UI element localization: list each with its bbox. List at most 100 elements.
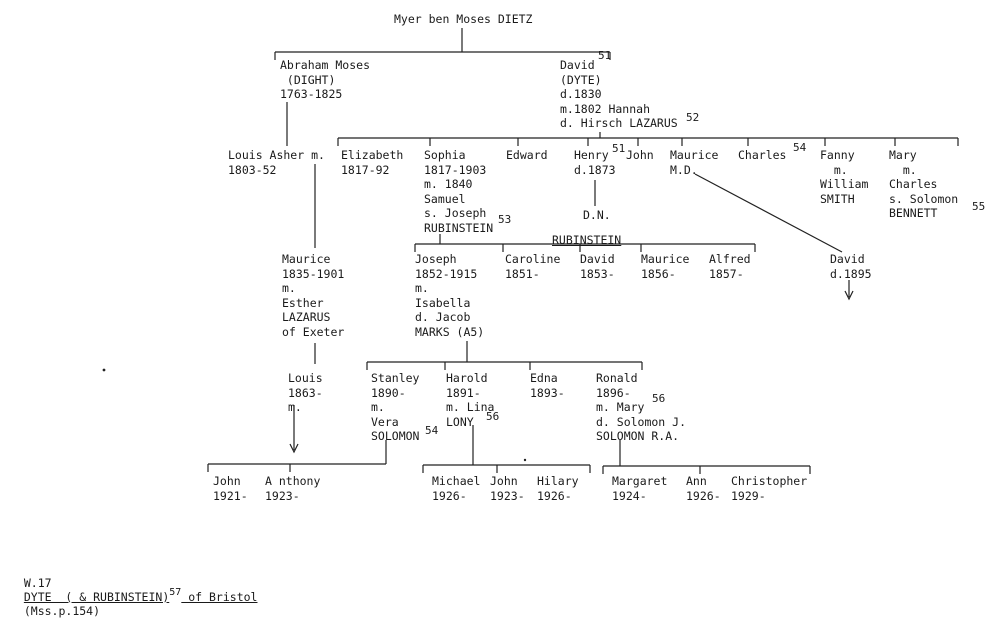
person-text-line: m.1802 Hannah bbox=[560, 101, 651, 116]
person-text-line: m. Lina bbox=[446, 400, 495, 414]
person-text-line: David bbox=[830, 252, 865, 266]
person-text-line: m. Mary bbox=[596, 400, 645, 414]
person-text-line: 1923- bbox=[490, 488, 525, 503]
person-text-line: Elizabeth bbox=[341, 148, 404, 162]
person-text-line: Maurice bbox=[670, 148, 719, 162]
person-text-line: 1803-52 bbox=[228, 162, 277, 177]
person-text-line: Alfred bbox=[709, 252, 751, 266]
person-text-line: SOLOMON bbox=[371, 429, 420, 443]
person-text-line: Esther bbox=[282, 295, 324, 310]
person-myer-ben-moses-dietz: Myer ben Moses DIETZ bbox=[394, 12, 532, 27]
person-text-line: Edna bbox=[530, 371, 558, 385]
person-text-line: Hilary bbox=[537, 474, 579, 488]
person-text-line: Maurice bbox=[641, 252, 690, 266]
person-text-line: Christopher bbox=[731, 474, 808, 488]
person-text-line: 1853- bbox=[580, 266, 615, 281]
person-text-line: 1857- bbox=[709, 266, 744, 281]
person-text-line: LAZARUS bbox=[282, 310, 331, 324]
person-text-line: Vera bbox=[371, 414, 399, 429]
person-text-line: 1893- bbox=[530, 385, 565, 400]
person-text-line: 1926- bbox=[432, 488, 467, 503]
note-52: 52 bbox=[686, 111, 700, 124]
person-text-line: Ronald bbox=[596, 371, 638, 385]
person-text-line: John bbox=[626, 148, 654, 162]
person-text-line: 1924- bbox=[612, 488, 647, 503]
person-text-line: Charles bbox=[889, 177, 938, 191]
note-53: 53 bbox=[498, 213, 512, 226]
person-text-line: Henry bbox=[574, 148, 609, 162]
person-text-line: Myer ben Moses DIETZ bbox=[394, 12, 533, 26]
note-54-solomon: 54 bbox=[425, 424, 439, 437]
person-text-line: David bbox=[560, 58, 595, 72]
person-text-line: m. bbox=[415, 281, 429, 295]
person-text-line: John bbox=[490, 474, 518, 488]
person-text-line: 1817-1903 bbox=[424, 162, 487, 177]
person-text-line: David bbox=[580, 252, 615, 266]
person-edward: Edward bbox=[506, 148, 548, 163]
caption-title: DYTE ( & RUBINSTEIN) bbox=[23, 590, 170, 604]
person-text-line: Fanny bbox=[820, 148, 855, 162]
person-text-line: Samuel bbox=[424, 191, 466, 206]
person-text-line: 1863- bbox=[288, 385, 323, 400]
person-charles: Charles bbox=[738, 148, 786, 163]
person-text-line: Joseph bbox=[415, 252, 457, 266]
person-text-line: Isabella bbox=[415, 295, 471, 310]
person-text-line: LONY bbox=[446, 414, 474, 429]
person-text-line: m. bbox=[371, 400, 385, 414]
person-text-line: s. Solomon bbox=[889, 191, 959, 206]
person-john: John bbox=[626, 148, 654, 163]
person-text-line: RUBINSTEIN bbox=[424, 220, 494, 235]
person-text-line: d. Hirsch LAZARUS bbox=[560, 116, 678, 130]
person-text-line: d.1830 bbox=[560, 87, 602, 101]
note-51-henry: 51 bbox=[612, 142, 626, 155]
person-text-line: d. Jacob bbox=[415, 310, 471, 324]
person-text-line: m. 1840 bbox=[424, 177, 473, 191]
person-text-line: A nthony bbox=[265, 474, 321, 488]
person-text-line: 1817-92 bbox=[341, 162, 390, 177]
caption-ref: W.17 bbox=[23, 576, 52, 590]
person-text-line: s. Joseph bbox=[424, 206, 487, 220]
person-text-line: m. bbox=[288, 400, 302, 414]
person-text-line: 1891- bbox=[446, 385, 481, 400]
person-text-line: Harold bbox=[446, 371, 488, 385]
caption-source: (Mss.p.154) bbox=[23, 604, 101, 618]
caption-note: 57 bbox=[169, 587, 182, 598]
person-text-line: m. bbox=[282, 281, 296, 295]
person-text-line: MARKS (A5) bbox=[415, 324, 485, 339]
person-text-line: Stanley bbox=[371, 371, 420, 385]
person-text-line: SMITH bbox=[820, 191, 855, 206]
person-text-line: 1926- bbox=[537, 488, 572, 503]
note-55: 55 bbox=[972, 200, 986, 213]
person-text-line: 1852-1915 bbox=[415, 266, 478, 281]
person-text-line: BENNETT bbox=[889, 206, 938, 220]
person-text-line: 1851- bbox=[505, 266, 540, 281]
note-56-lony: 56 bbox=[486, 410, 500, 423]
family-tree-lines bbox=[102, 28, 959, 474]
person-text-line: Louis Asher m. bbox=[228, 148, 325, 162]
person-text-line: Sophia bbox=[424, 148, 466, 162]
person-text-line: William bbox=[820, 177, 869, 191]
person-text-line: m. bbox=[889, 162, 917, 177]
person-text-line: Maurice bbox=[282, 252, 331, 266]
note-54-charles: 54 bbox=[793, 141, 807, 154]
person-text-line: Ann bbox=[686, 474, 707, 488]
person-text-line: Margaret bbox=[612, 474, 668, 488]
person-text-line: Charles bbox=[738, 148, 787, 162]
person-text-line: M.D. bbox=[670, 162, 698, 177]
person-text-line: 1896- bbox=[596, 385, 631, 400]
